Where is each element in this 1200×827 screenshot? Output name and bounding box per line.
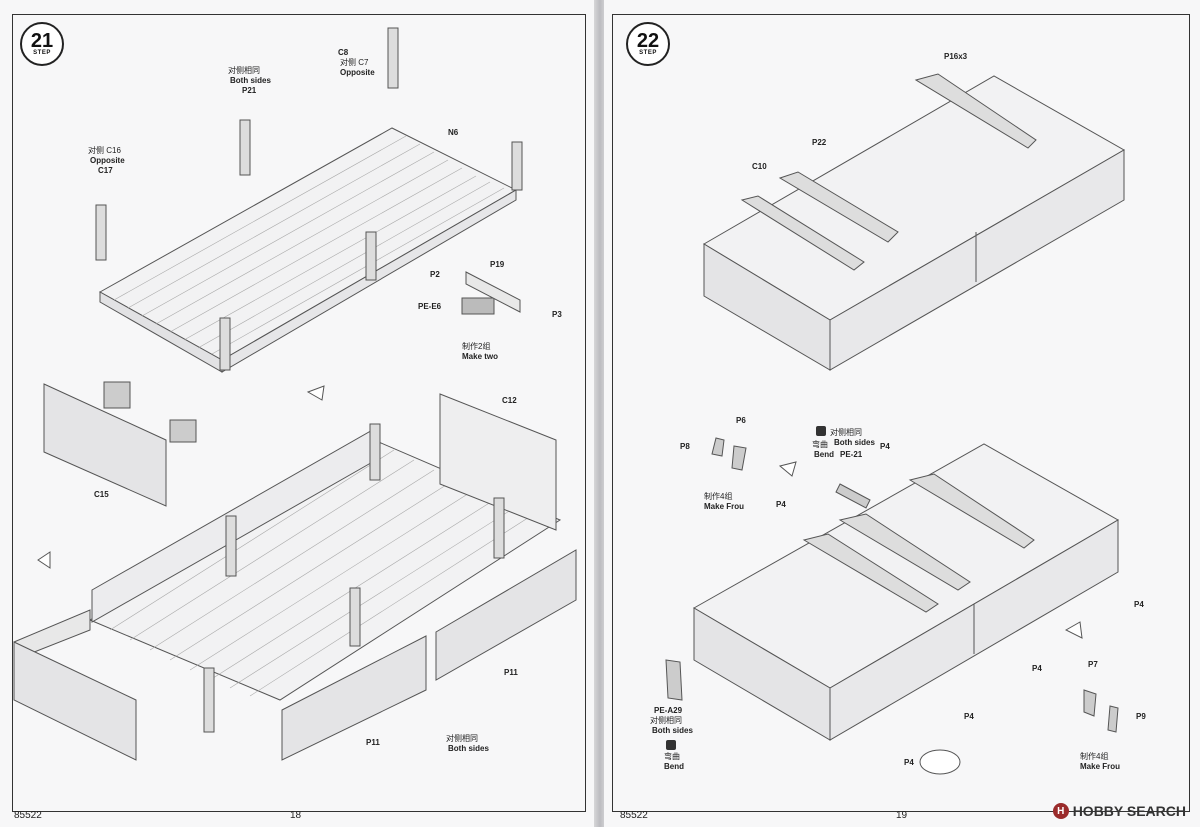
footer-code: 85522 <box>620 810 648 821</box>
label-both2-en: Both sides <box>652 726 693 735</box>
label-n6: N6 <box>448 128 459 137</box>
label-make2-cn: 制作4组 <box>1080 752 1109 761</box>
label-bend2-en: Bend <box>664 762 684 771</box>
label-bend2-cn: 弯曲 <box>664 752 680 761</box>
label-p16x3: P16x3 <box>944 52 968 61</box>
step-badge-22: 22 STEP <box>626 22 670 66</box>
bend-icon <box>816 426 826 436</box>
label-make2-en: Make Frou <box>1080 762 1121 771</box>
label-p6: P6 <box>736 416 746 425</box>
step-number: 22 <box>636 30 660 52</box>
label-both-cn: 对侧相同 <box>446 734 478 743</box>
label-c17: C17 <box>98 166 113 175</box>
step-21-drawing <box>13 27 577 761</box>
label-p9: P9 <box>1136 712 1146 721</box>
hobby-search-watermark: H HOBBY SEARCH <box>1052 803 1186 819</box>
label-c10: C10 <box>752 162 767 171</box>
step-number: 21 <box>30 30 54 52</box>
label-c12: C12 <box>502 396 517 405</box>
label-make-cn: 制作2组 <box>462 342 491 351</box>
footer-page-number: 19 <box>896 810 908 821</box>
label-p4-top: P4 <box>880 442 890 451</box>
label-c16-opposite: Opposite <box>90 156 125 165</box>
label-both-cn: 对侧相同 <box>830 428 862 437</box>
watermark-logo-icon: H <box>1052 803 1069 819</box>
label-p21: P21 <box>242 86 257 95</box>
label-c8: C8 <box>338 48 349 57</box>
label-both-en: Both sides <box>834 438 875 447</box>
label-p19: P19 <box>490 260 505 269</box>
footer-page-number: 18 <box>290 810 302 821</box>
page-right: 22 STEP <box>604 0 1200 827</box>
footer-code: 85522 <box>14 810 42 821</box>
label-make-cn: 制作4组 <box>704 492 733 501</box>
label-p21-cn: 对侧相同 <box>228 66 260 75</box>
bend-icon <box>666 740 676 750</box>
label-p4-a: P4 <box>776 500 786 509</box>
label-p8: P8 <box>680 442 690 451</box>
label-c7: 对侧 C7 <box>340 58 369 67</box>
label-make-en: Make two <box>462 352 499 361</box>
label-pe21: PE-21 <box>840 450 863 459</box>
label-p3: P3 <box>552 310 562 319</box>
label-p21-en: Both sides <box>230 76 271 85</box>
label-both2-cn: 对侧相同 <box>650 716 682 725</box>
label-both-en: Both sides <box>448 744 489 753</box>
watermark-text: HOBBY SEARCH <box>1072 803 1186 819</box>
label-pe-e6: PE-E6 <box>418 302 442 311</box>
label-make-en: Make Frou <box>704 502 745 511</box>
step-label: STEP <box>33 50 51 56</box>
label-p22: P22 <box>812 138 827 147</box>
step-badge-21: 21 STEP <box>20 22 64 66</box>
label-p11-right: P11 <box>504 668 518 677</box>
label-bend-cn: 弯曲 <box>812 440 828 449</box>
label-p4-e: P4 <box>904 758 914 767</box>
step-label: STEP <box>639 50 657 56</box>
label-p4-b: P4 <box>1134 600 1144 609</box>
label-p2: P2 <box>430 270 440 279</box>
label-bend-en: Bend <box>814 450 834 459</box>
step-22-drawing <box>665 73 1126 775</box>
label-p4-d: P4 <box>964 712 974 721</box>
page-left: 21 STEP <box>0 0 596 827</box>
page-frame <box>612 14 1190 812</box>
page-frame <box>12 14 586 812</box>
label-c15: C15 <box>94 490 109 499</box>
book-spine <box>594 0 606 827</box>
label-c16: 对侧 C16 <box>88 146 121 155</box>
label-p11-bottom: P11 <box>366 738 380 747</box>
label-pe-a29: PE-A29 <box>654 706 683 715</box>
label-p7: P7 <box>1088 660 1098 669</box>
label-p4-c: P4 <box>1032 664 1042 673</box>
label-c7-opposite: Opposite <box>340 68 375 77</box>
